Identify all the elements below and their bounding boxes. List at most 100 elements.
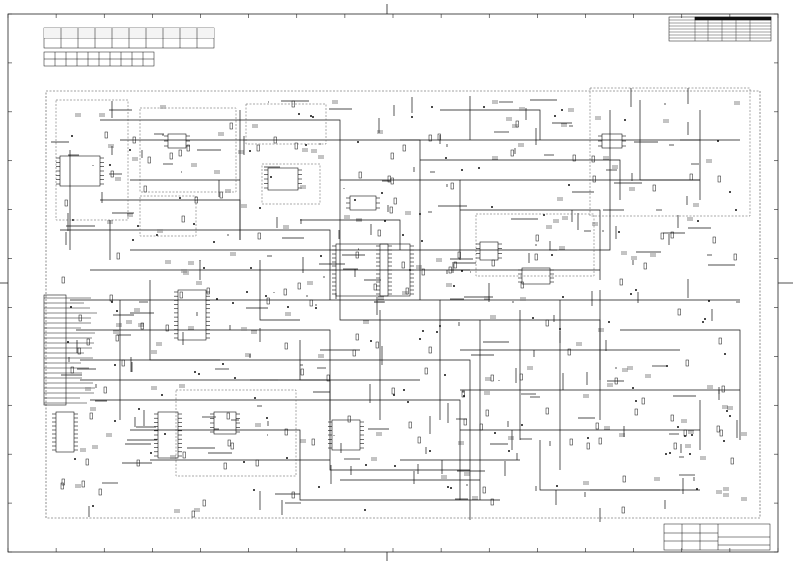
resistor xyxy=(178,149,182,157)
resistor xyxy=(226,412,230,420)
resistor xyxy=(463,418,467,426)
junction-dot xyxy=(357,141,359,143)
resistor xyxy=(622,475,626,483)
resistor xyxy=(402,144,406,152)
junction-dot xyxy=(318,486,320,488)
resistor xyxy=(721,385,725,393)
resistor xyxy=(479,423,483,431)
junction-dot xyxy=(137,225,139,227)
resistor xyxy=(179,291,183,299)
resistor xyxy=(104,131,108,139)
junction-dot xyxy=(543,214,545,216)
junction-dot xyxy=(70,306,72,308)
resistor xyxy=(61,478,65,486)
resistor xyxy=(428,346,432,354)
resistor xyxy=(219,191,223,199)
resistor xyxy=(355,333,359,341)
circuit-wire xyxy=(440,109,541,140)
resistor xyxy=(256,144,260,152)
resistor xyxy=(677,308,681,316)
resistor xyxy=(619,278,623,286)
resistor xyxy=(730,457,734,465)
junction-dot xyxy=(232,302,234,304)
sub-circuit-block xyxy=(175,389,297,477)
junction-dot xyxy=(286,457,288,459)
junction-dot xyxy=(704,318,706,320)
junction-dot xyxy=(310,115,312,117)
circuit-wire xyxy=(149,280,220,361)
resistor xyxy=(670,231,674,239)
resistor xyxy=(586,442,590,450)
circuit-wire xyxy=(130,110,611,251)
junction-dots xyxy=(67,106,737,511)
resistor xyxy=(182,451,186,459)
circuit-wire xyxy=(420,159,621,200)
junction-dot xyxy=(702,321,704,323)
resistor xyxy=(733,253,737,261)
junction-dot xyxy=(735,209,737,211)
junction-dot xyxy=(270,176,272,178)
resistor xyxy=(614,377,618,385)
junction-dot xyxy=(259,207,261,209)
junction-dot xyxy=(666,365,668,367)
resistor xyxy=(448,266,452,274)
circuit-wire xyxy=(620,329,741,440)
junction-dot xyxy=(556,485,558,487)
sub-circuit-block xyxy=(139,107,237,193)
junction-dot xyxy=(724,353,726,355)
resistor xyxy=(169,152,173,160)
junction-dot xyxy=(92,505,94,507)
resistor xyxy=(673,442,677,450)
resistor xyxy=(387,175,391,183)
junction-dot xyxy=(109,164,111,166)
junction-dot xyxy=(266,417,268,419)
resistor xyxy=(89,412,93,420)
resistor xyxy=(375,341,379,349)
circuit-wire xyxy=(639,100,700,181)
junction-dot xyxy=(365,464,367,466)
resistor xyxy=(121,359,125,367)
resistor xyxy=(377,229,381,237)
junction-dot xyxy=(562,296,564,298)
junction-dot xyxy=(254,397,256,399)
sub-circuit-block xyxy=(139,195,197,237)
resistor xyxy=(116,252,120,260)
resistor xyxy=(291,491,295,499)
circuit-wiring xyxy=(51,88,741,522)
junction-dot xyxy=(632,387,634,389)
junction-dot xyxy=(243,461,245,463)
junction-dot xyxy=(431,106,433,108)
resistor xyxy=(457,251,461,259)
junction-dot xyxy=(461,169,463,171)
circuit-wire xyxy=(340,179,461,260)
junction-dot xyxy=(635,400,637,402)
resistor xyxy=(482,486,486,494)
resistor xyxy=(545,407,549,415)
spec-table-2-columns xyxy=(54,52,144,66)
junction-dot xyxy=(447,486,449,488)
sub-circuit-block xyxy=(55,99,129,221)
junction-dot xyxy=(726,410,728,412)
resistor xyxy=(490,498,494,506)
junction-dot xyxy=(450,487,452,489)
junction-dot xyxy=(384,220,386,222)
junction-dot xyxy=(312,116,314,118)
resistor xyxy=(393,197,397,205)
junction-dot xyxy=(409,269,411,271)
resistor xyxy=(202,499,206,507)
resistor xyxy=(347,415,351,423)
junction-dot xyxy=(691,434,693,436)
resistor xyxy=(718,337,722,345)
schematic-border xyxy=(45,90,761,519)
junction-dot xyxy=(689,453,691,455)
resistor xyxy=(109,294,113,302)
resistor xyxy=(621,506,625,514)
resistor xyxy=(85,458,89,466)
resistor xyxy=(309,299,313,307)
resistor xyxy=(284,342,288,350)
junction-dot xyxy=(213,241,215,243)
junction-dot xyxy=(222,363,224,365)
resistor xyxy=(78,314,82,322)
resistor xyxy=(255,459,259,467)
resistor xyxy=(520,281,524,289)
